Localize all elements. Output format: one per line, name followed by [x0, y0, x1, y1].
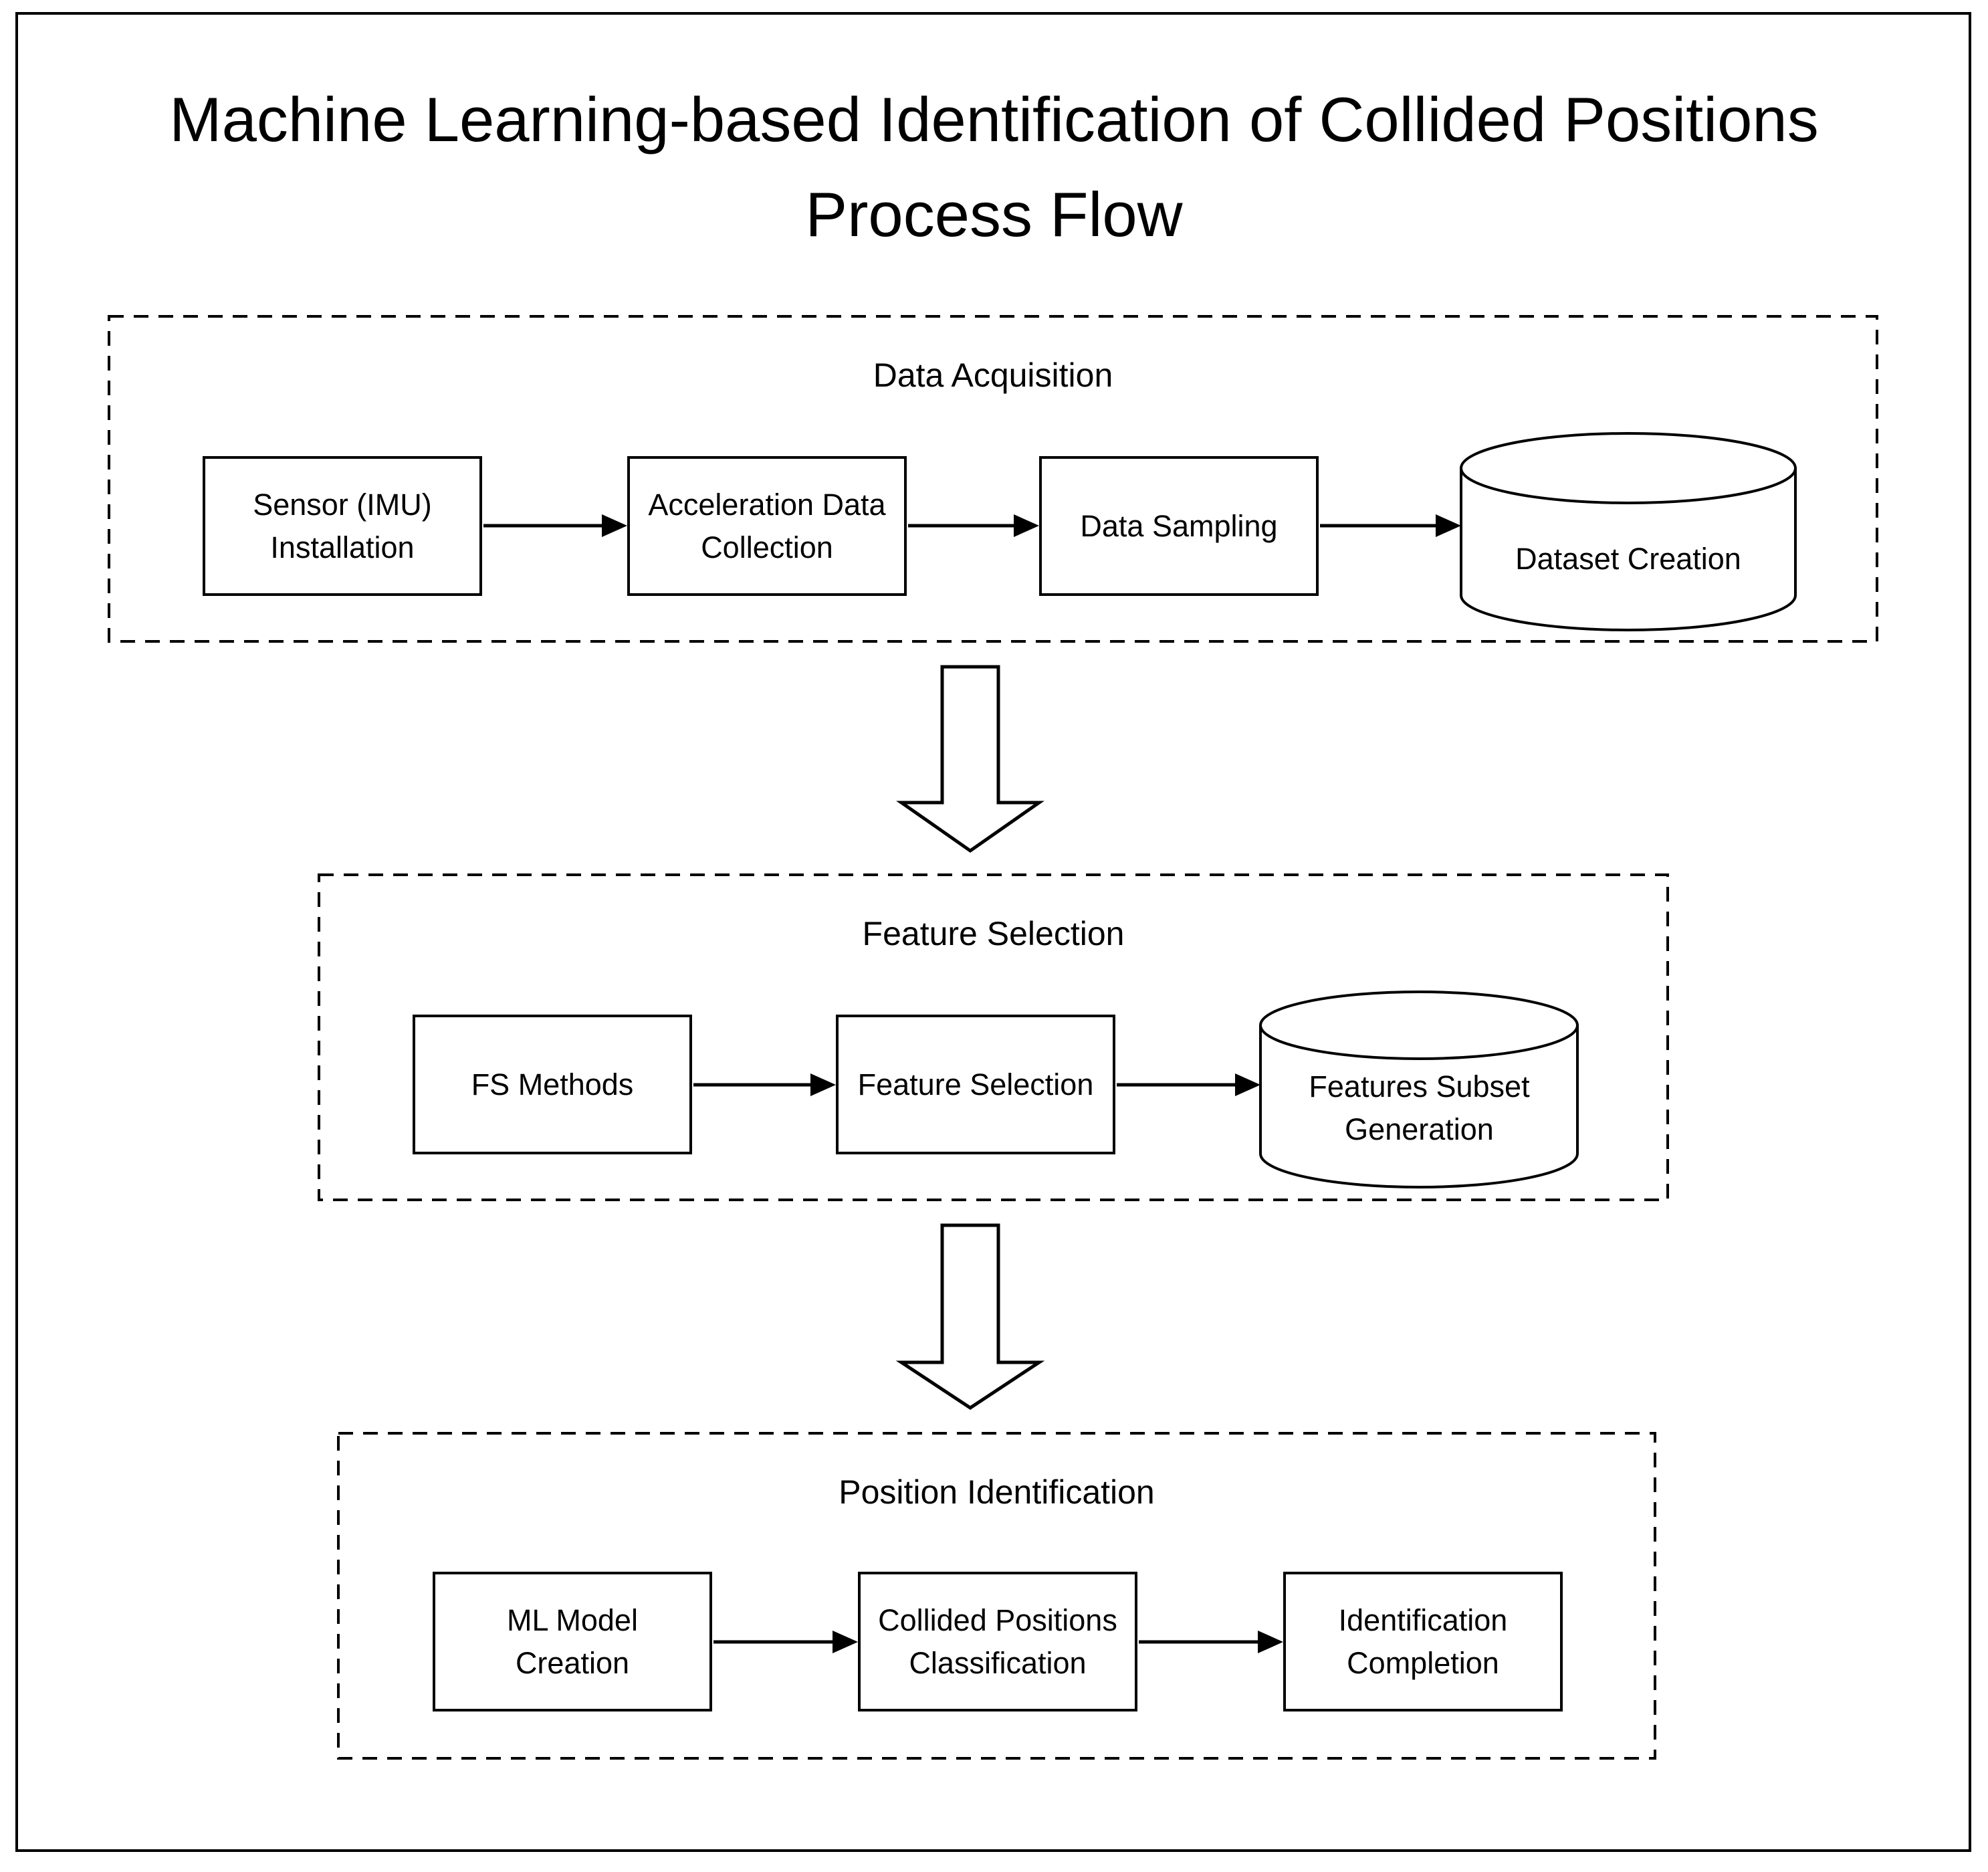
- arrow-fsmethods-to-featureselection: [693, 1073, 836, 1096]
- arrow-sampling-to-dataset: [1320, 514, 1461, 537]
- section-heading-position-identification: Position Identification: [839, 1473, 1155, 1511]
- arrow-acceleration-to-sampling: [908, 514, 1039, 537]
- datastore-label-dataset-creation: Dataset Creation: [1474, 538, 1782, 581]
- dataset-creation-cylinder: [1460, 432, 1797, 631]
- page-title-line1: Machine Learning-based Identification of…: [76, 72, 1912, 167]
- process-label: Collided Positions Classification: [878, 1602, 1117, 1680]
- arrow-featureselection-to-subset: [1117, 1073, 1260, 1096]
- process-box-feature-selection: Feature Selection: [836, 1015, 1115, 1154]
- process-label: Sensor (IMU) Installation: [253, 487, 432, 564]
- page-title-text-1: Machine Learning-based Identification of…: [169, 84, 1819, 154]
- outer-frame: [15, 12, 1971, 1852]
- page-title-line2: Process Flow: [76, 167, 1912, 262]
- process-label: FS Methods: [471, 1067, 634, 1102]
- datastore-label: Dataset Creation: [1515, 542, 1741, 576]
- section-data-acquisition-border: [108, 315, 1878, 643]
- arrow-mlmodel-to-classification: [713, 1631, 858, 1653]
- process-label: ML Model Creation: [507, 1602, 638, 1680]
- process-label: Data Sampling: [1080, 508, 1278, 543]
- features-subset-cylinder: [1259, 991, 1579, 1188]
- section-position-identification-border: [337, 1432, 1656, 1760]
- process-box-fs-methods: FS Methods: [413, 1015, 692, 1154]
- section-heading-feature-selection: Feature Selection: [862, 915, 1125, 952]
- section-heading-data-acquisition: Data Acquisition: [873, 356, 1113, 394]
- process-box-data-sampling: Data Sampling: [1039, 456, 1319, 596]
- page-title-text-2: Process Flow: [805, 179, 1183, 249]
- section-feature-selection-border: [318, 873, 1669, 1201]
- datastore-label: Features Subset Generation: [1309, 1069, 1530, 1146]
- process-box-identification-completion: Identification Completion: [1283, 1572, 1563, 1711]
- process-label: Acceleration Data Collection: [648, 487, 886, 564]
- process-box-collided-positions-classification: Collided Positions Classification: [858, 1572, 1137, 1711]
- arrow-sensor-to-acceleration: [483, 514, 627, 537]
- process-label: Identification Completion: [1338, 1602, 1508, 1680]
- process-label: Feature Selection: [857, 1067, 1094, 1102]
- block-arrow-selection-to-identification: [895, 1223, 1045, 1410]
- arrow-classification-to-completion: [1139, 1631, 1283, 1653]
- datastore-label-features-subset-generation: Features Subset Generation: [1267, 1065, 1571, 1151]
- process-box-acceleration-data-collection: Acceleration Data Collection: [627, 456, 907, 596]
- process-box-ml-model-creation: ML Model Creation: [433, 1572, 712, 1711]
- block-arrow-acquisition-to-selection: [896, 665, 1044, 853]
- process-box-sensor-imu-installation: Sensor (IMU) Installation: [203, 456, 482, 596]
